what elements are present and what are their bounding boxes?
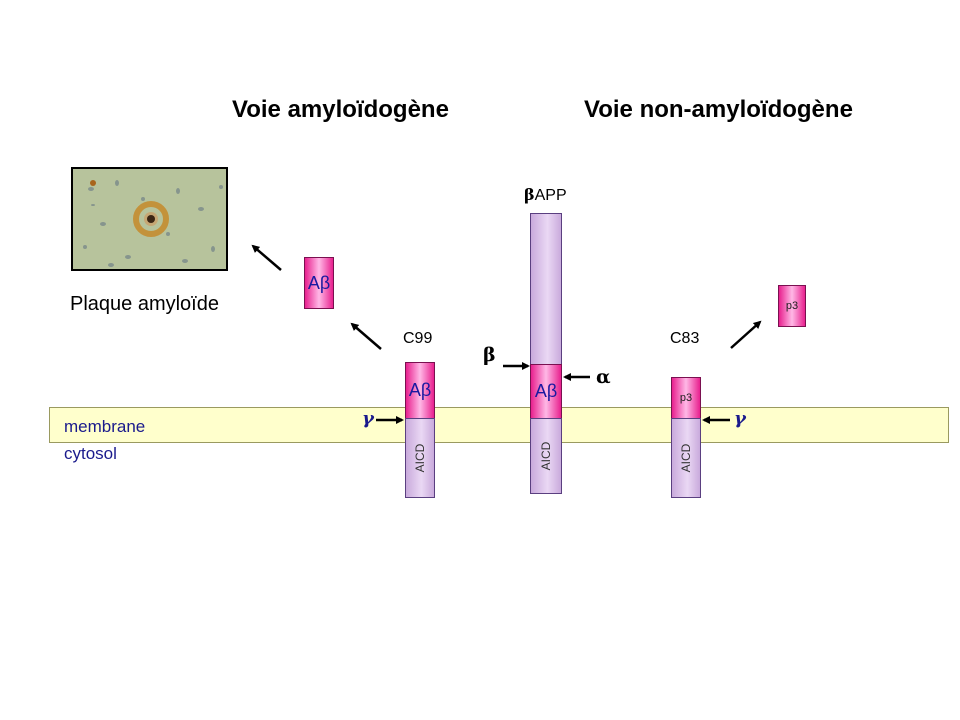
released-p3-label: p3 (785, 300, 799, 312)
beta-secretase-label: β (483, 344, 496, 366)
released-abeta-fragment: Aβ (304, 257, 334, 309)
bapp-extracellular-domain (530, 213, 562, 365)
abeta-release-arrow (350, 322, 382, 350)
bapp-aicd-tail: AICD (530, 418, 562, 494)
c99-abeta-segment: Aβ (405, 362, 435, 419)
gamma-secretase-label-right: γ (734, 408, 746, 429)
c99-label: C99 (403, 330, 433, 347)
alpha-secretase-label: α (596, 366, 611, 388)
c99-abeta-label: Aβ (408, 380, 432, 400)
plaque-formation-arrow (251, 244, 282, 271)
c83-p3-segment: p3 (671, 377, 701, 419)
released-p3-fragment: p3 (778, 285, 806, 327)
title-non-amyloidogenic: Voie non-amyloïdogène (584, 96, 853, 123)
bapp-label-beta: β (524, 185, 535, 204)
cytosol-label: cytosol (64, 444, 117, 463)
bapp-label-text: APP (534, 187, 567, 204)
c83-aicd-tail: AICD (671, 418, 701, 498)
membrane-label: membrane (64, 417, 146, 436)
title-amyloidogenic: Voie amyloïdogène (232, 96, 449, 123)
c83-p3-label: p3 (679, 392, 693, 404)
c83-label: C83 (670, 330, 700, 347)
p3-release-arrow (730, 320, 762, 349)
bapp-abeta-segment: Aβ (530, 364, 562, 419)
bapp-abeta-label: Aβ (534, 381, 558, 401)
plaque-label: Plaque amyloïde (70, 293, 219, 315)
c99-aicd-tail: AICD (405, 418, 435, 498)
gamma-secretase-label-left: γ (362, 408, 374, 429)
membrane-band (49, 407, 949, 443)
plaque-micrograph-image (73, 169, 226, 269)
bapp-label: βAPP (524, 185, 567, 205)
released-abeta-label: Aβ (307, 272, 331, 293)
plaque-micrograph (71, 167, 228, 271)
